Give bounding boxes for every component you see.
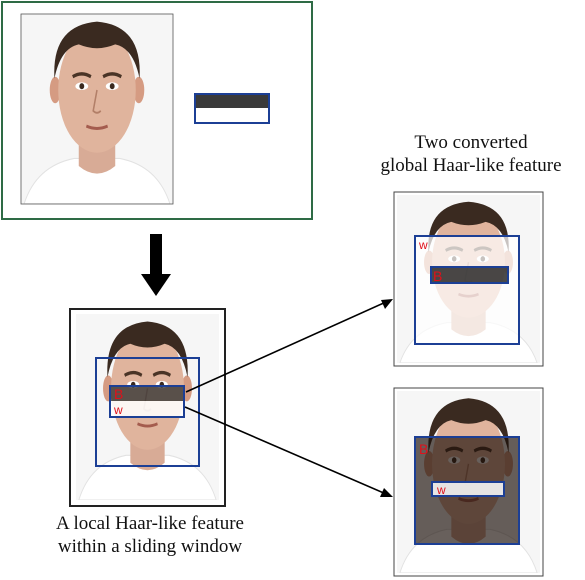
black-region-label: B bbox=[419, 441, 428, 457]
white-region-label: w bbox=[418, 238, 428, 252]
arrow-to-dark-global bbox=[184, 406, 393, 497]
white-region-label: w bbox=[113, 403, 123, 417]
original-face bbox=[20, 13, 174, 205]
global-feature-light-panel: w B bbox=[393, 191, 544, 367]
black-region-label: B bbox=[114, 386, 123, 402]
haar-feature-template bbox=[194, 93, 270, 124]
local-haar-feature: B w bbox=[109, 385, 185, 418]
local-caption-line2: within a sliding window bbox=[57, 536, 243, 557]
local-caption-line1: A local Haar-like feature bbox=[56, 513, 244, 534]
black-region-label: B bbox=[433, 268, 442, 284]
sliding-window bbox=[95, 357, 200, 467]
global-caption-line1: Two converted bbox=[414, 132, 528, 153]
down-arrow-icon bbox=[141, 234, 171, 296]
global-caption-line2: global Haar-like feature bbox=[380, 155, 562, 176]
arrow-to-light-global bbox=[185, 299, 393, 393]
white-region-label: w bbox=[436, 483, 446, 497]
local-feature-caption: A local Haar-like feature within a slidi… bbox=[15, 512, 285, 558]
global-feature-caption: Two converted global Haar-like feature bbox=[360, 131, 582, 177]
global-feature-dark-panel: B w bbox=[393, 387, 544, 577]
